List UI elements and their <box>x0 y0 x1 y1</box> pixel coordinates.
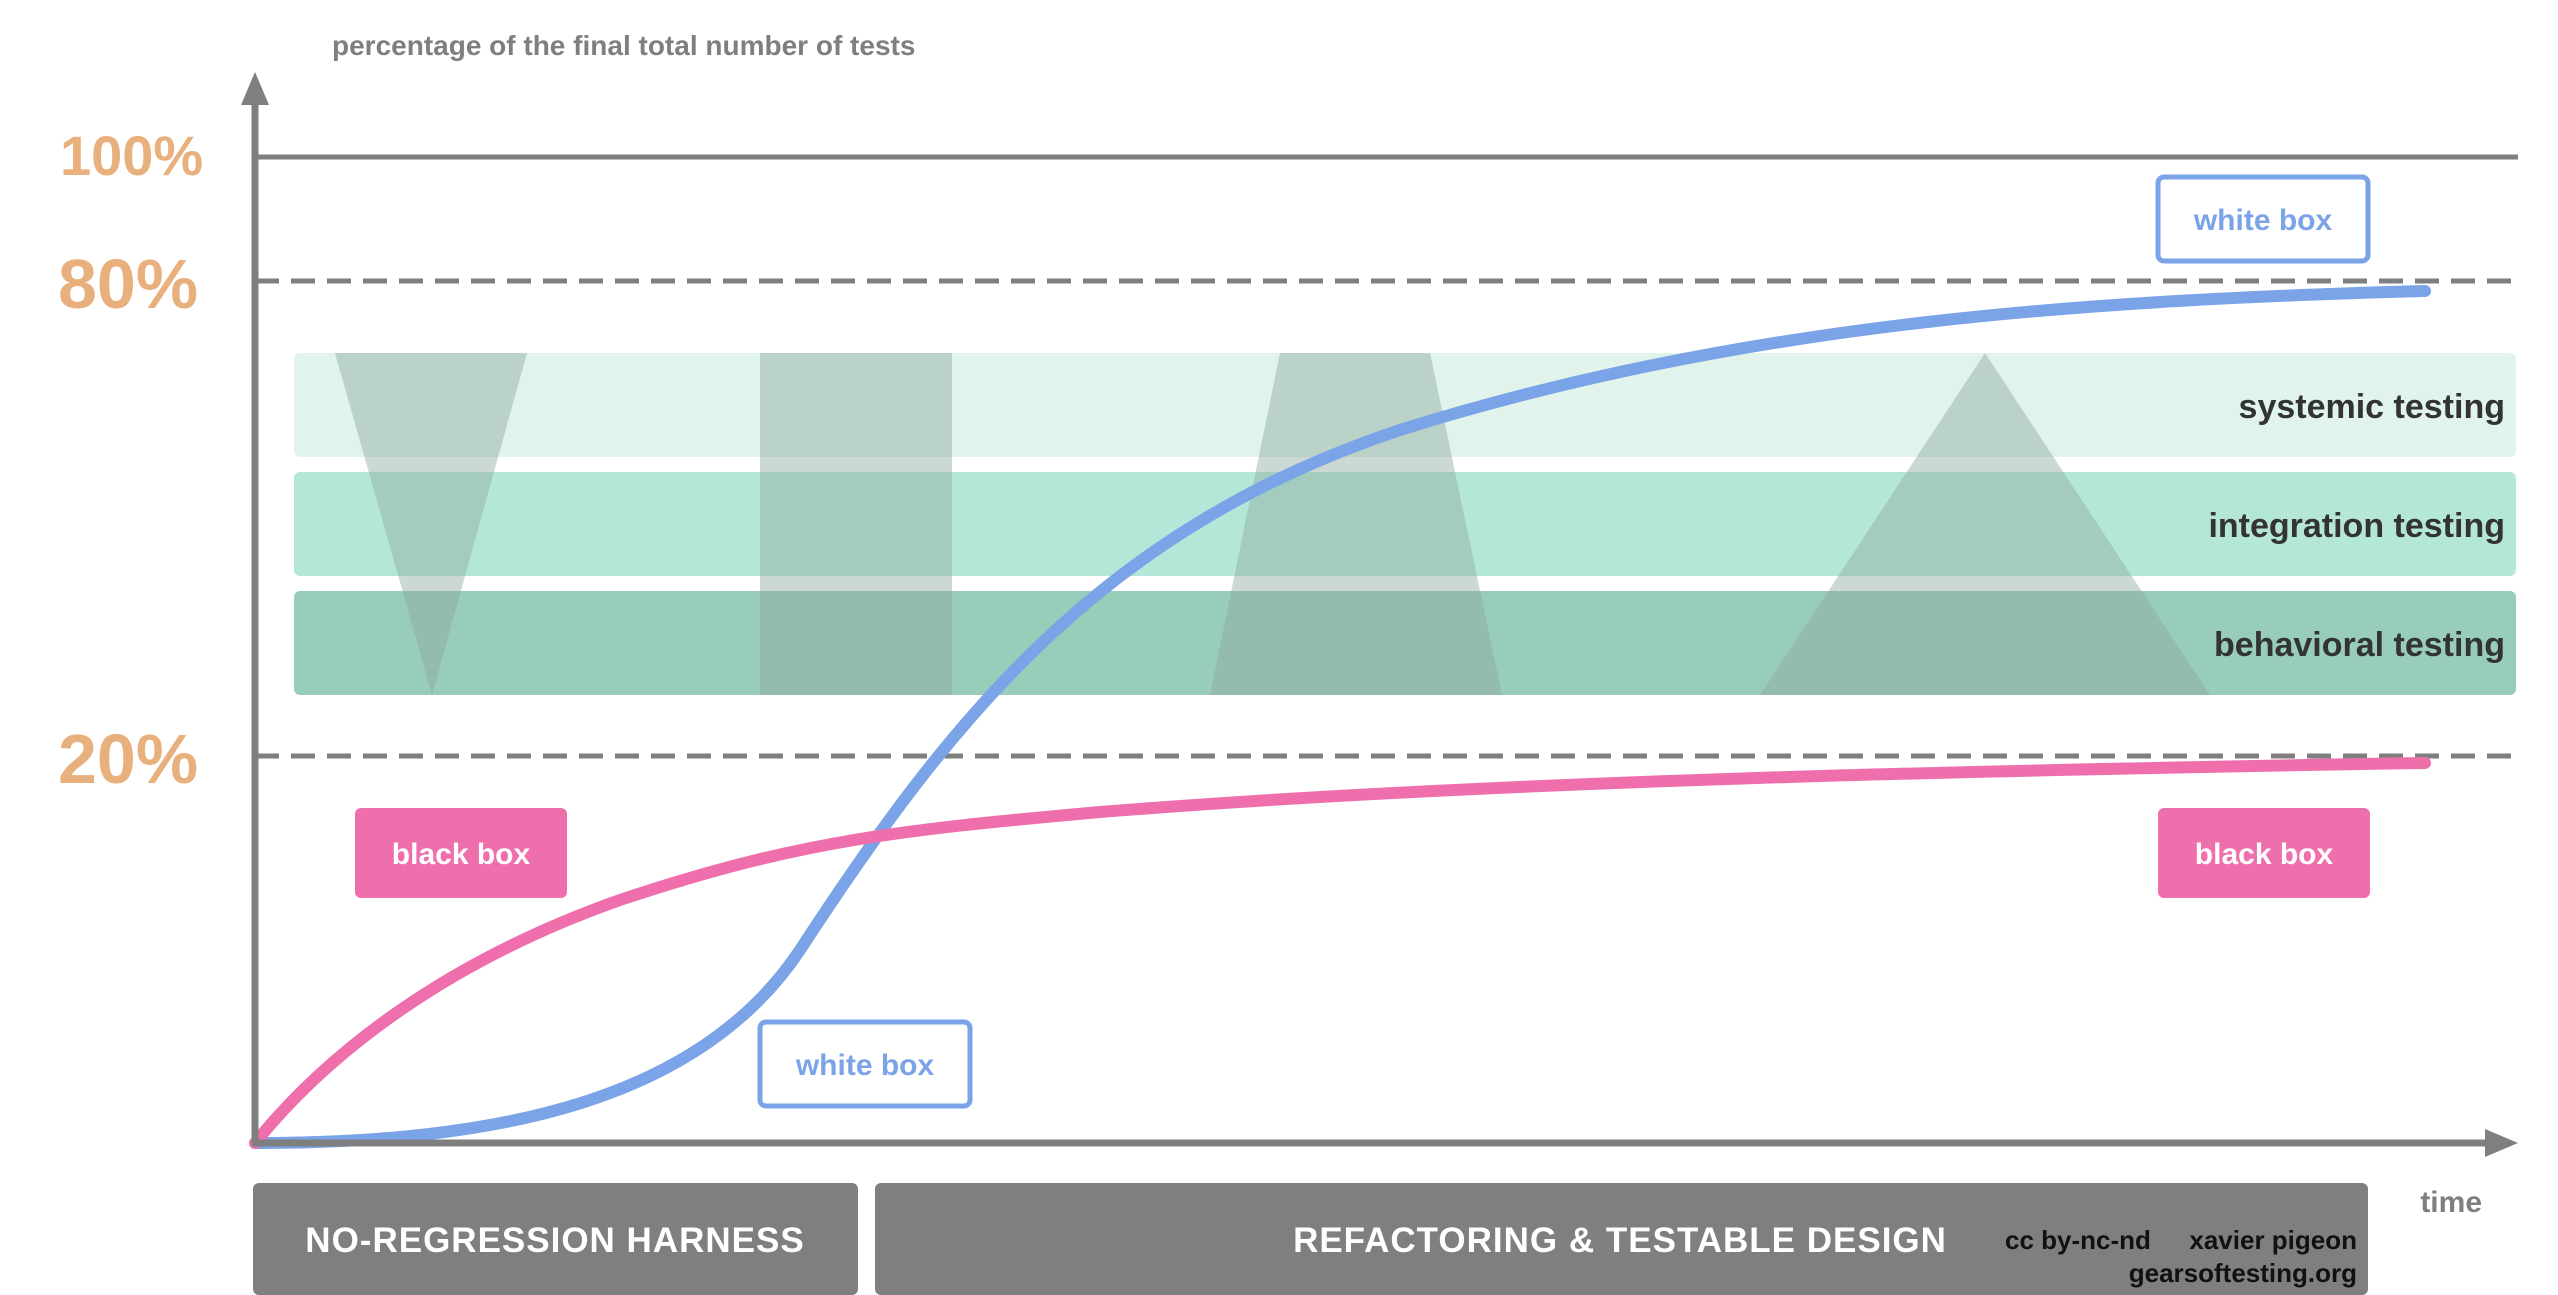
white-box-callout-top <box>2155 174 2371 264</box>
inverted-pyramid-shape <box>335 353 527 695</box>
white-box-callout-bottom <box>757 1019 973 1109</box>
phase-bar-refactoring <box>875 1183 2368 1295</box>
white-box-callout-bottom-label: white box <box>795 1049 935 1082</box>
x-axis-arrowhead <box>2485 1129 2518 1157</box>
black-box-curve <box>249 757 2431 1149</box>
phase-label-refactoring: REFACTORING & TESTABLE DESIGN <box>1293 1221 1947 1260</box>
black-box-callout-left-label: black box <box>392 838 531 871</box>
label-100-percent: 100% <box>60 124 203 187</box>
column-shape <box>760 353 952 695</box>
black-box-callout-right-label: black box <box>2195 838 2334 871</box>
phase-bar-no-regression <box>253 1183 858 1295</box>
label-20-percent: 20% <box>58 720 198 798</box>
band-label-behavioral: behavioral testing <box>2214 626 2505 664</box>
band-integration-testing <box>294 472 2516 576</box>
x-axis-title: time <box>2420 1186 2482 1219</box>
y-axis-title: percentage of the final total number of … <box>332 30 915 61</box>
white-box-curve <box>249 285 2431 1149</box>
credit-site: gearsoftesting.org <box>2129 1258 2357 1288</box>
band-behavioral-testing <box>294 591 2516 695</box>
pyramid-shape <box>1760 353 2210 695</box>
y-axis-arrowhead <box>241 72 269 105</box>
trapezoid-shape <box>1210 353 1502 695</box>
band-systemic-testing <box>294 353 2516 457</box>
phase-label-no-regression: NO-REGRESSION HARNESS <box>305 1221 804 1260</box>
label-80-percent: 80% <box>58 245 198 323</box>
black-box-callout-left <box>355 808 567 898</box>
band-label-integration: integration testing <box>2208 507 2505 545</box>
credit-author: xavier pigeon <box>2189 1225 2357 1255</box>
black-box-callout-right <box>2158 808 2370 898</box>
credit-license: cc by-nc-nd <box>2005 1225 2151 1255</box>
white-box-callout-top-label: white box <box>2193 204 2333 237</box>
band-label-systemic: systemic testing <box>2239 388 2505 426</box>
